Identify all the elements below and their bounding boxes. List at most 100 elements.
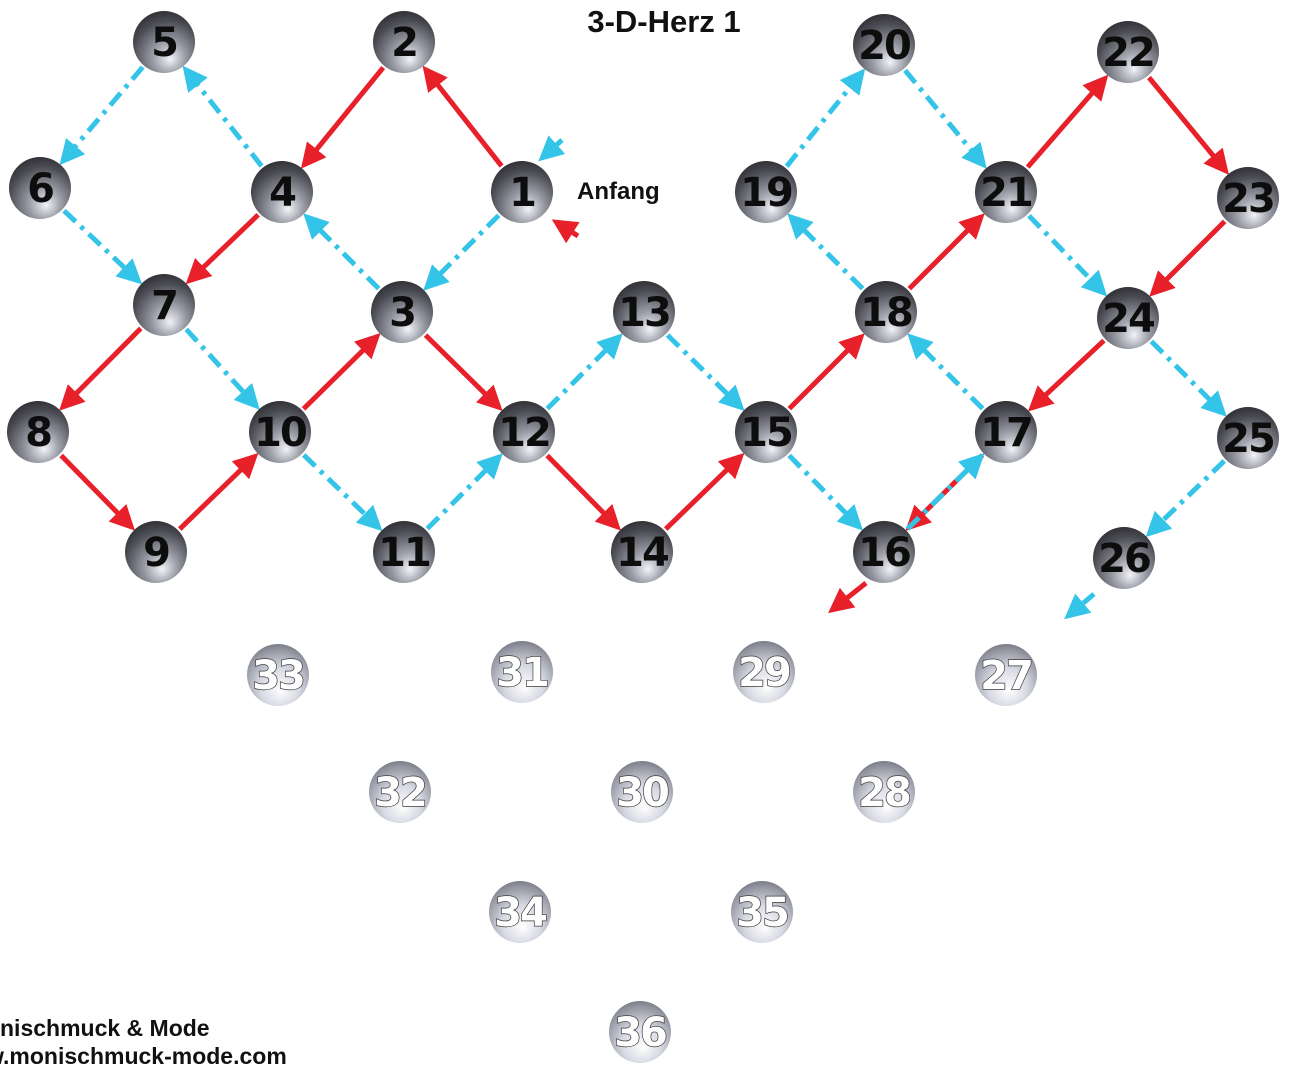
bead-36-sphere [609,1001,671,1063]
bead-23: 23 [1217,167,1279,229]
arrow-14-to-15 [663,452,745,531]
arrow-6-to-7 [62,208,143,285]
bead-14: 14 [611,521,673,583]
arrow-2-to-4 [300,66,386,169]
bead-22-sphere [1097,21,1159,83]
bead-4-sphere [251,161,313,223]
bead-15-sphere [735,401,797,463]
arrow-4-to-5 [182,65,264,168]
diagram-title: 3-D-Herz 1 [587,4,741,39]
bead-13: 13 [613,281,675,343]
arrow-7-to-10 [184,327,260,410]
bead-5-sphere [133,11,195,73]
bead-8-label: 8 [25,410,51,456]
footer-credit: nischmuck & Mode w.monischmuck-mode.com [0,1014,287,1070]
bead-28: 28 [853,761,915,823]
arrow-18-to-19 [787,213,865,291]
bead-32-sphere [369,761,431,823]
arrow-4-to-7 [185,213,260,285]
arrow-3-to-4 [303,213,381,291]
arrow-24-to-25 [1149,339,1227,417]
bead-3: 3 [371,281,433,343]
arrow-15-to-18 [787,333,865,411]
bead-27: 27 [975,644,1037,706]
bead-9: 9 [125,521,187,583]
bead-25: 25 [1217,407,1279,469]
bead-5-label: 5 [151,20,177,66]
bead-3-label: 3 [389,290,415,336]
bead-35-sphere [731,881,793,943]
bead-17-sphere [975,401,1037,463]
bead-33: 33 [247,644,309,706]
bead-20-sphere [853,14,915,76]
bead-32-label: 32 [374,770,426,816]
bead-10-label: 10 [254,410,306,456]
bead-13-sphere [613,281,675,343]
bead-18: 18 [855,281,917,343]
bead-15-label: 15 [740,410,792,456]
bead-8-sphere [7,401,69,463]
bead-11-label: 11 [378,530,430,576]
bead-19-sphere [735,161,797,223]
beads: 1234567891011121314151617181920212223242… [7,11,1279,1063]
bead-28-label: 28 [858,770,910,816]
bead-12: 12 [493,401,555,463]
bead-20-label: 20 [858,23,910,69]
arrow-1-to-2 [422,65,504,168]
bead-23-label: 23 [1222,176,1274,222]
arrow-5-to-6 [59,65,145,166]
start-marker-arrows [538,135,580,244]
bead-1-sphere [491,161,553,223]
bead-21-label: 21 [980,170,1032,216]
bead-36-label: 36 [614,1010,666,1056]
bead-31-sphere [491,641,553,703]
bead-2-label: 2 [391,20,417,66]
arrow-15-to-16 [787,453,863,531]
bead-24-sphere [1097,287,1159,349]
arrow-21-to-24 [1027,213,1108,297]
arrow-10-to-11 [301,453,383,532]
bead-10: 10 [249,401,311,463]
arrow-17-to-18 [907,333,985,411]
bead-35-label: 35 [736,890,788,936]
continuation-arrows [828,581,1096,620]
bead-18-sphere [855,281,917,343]
bead-30: 30 [611,761,673,823]
bead-21: 21 [975,161,1037,223]
bead-29: 29 [733,641,795,703]
continuation-blue-arrow [1064,592,1096,620]
bead-14-label: 14 [616,530,668,576]
bead-33-label: 33 [252,653,304,699]
bead-19: 19 [735,161,797,223]
bead-16-sphere [853,521,915,583]
bead-15: 15 [735,401,797,463]
footer-line-1: nischmuck & Mode [0,1015,210,1041]
bead-3-sphere [371,281,433,343]
bead-6: 6 [9,157,71,219]
bead-7-sphere [133,274,195,336]
bead-25-label: 25 [1222,416,1274,462]
bead-16-label: 16 [858,530,910,576]
bead-31-label: 31 [496,650,548,696]
bead-27-sphere [975,644,1037,706]
bead-30-sphere [611,761,673,823]
bead-33-sphere [247,644,309,706]
bead-22: 22 [1097,21,1159,83]
bead-11: 11 [373,521,435,583]
bead-26-label: 26 [1098,536,1150,582]
arrow-18-to-21 [907,213,985,291]
arrow-12-to-14 [545,453,621,531]
bead-20: 20 [853,14,915,76]
bead-17: 17 [975,401,1037,463]
bead-24: 24 [1097,287,1159,349]
bead-12-sphere [493,401,555,463]
bead-29-label: 29 [738,650,790,696]
bead-4-label: 4 [269,170,295,216]
arrow-10-to-3 [301,333,381,411]
bead-18-label: 18 [860,290,912,336]
bead-29-sphere [733,641,795,703]
bead-32: 32 [369,761,431,823]
bead-13-label: 13 [618,290,670,336]
bead-27-label: 27 [980,653,1032,699]
